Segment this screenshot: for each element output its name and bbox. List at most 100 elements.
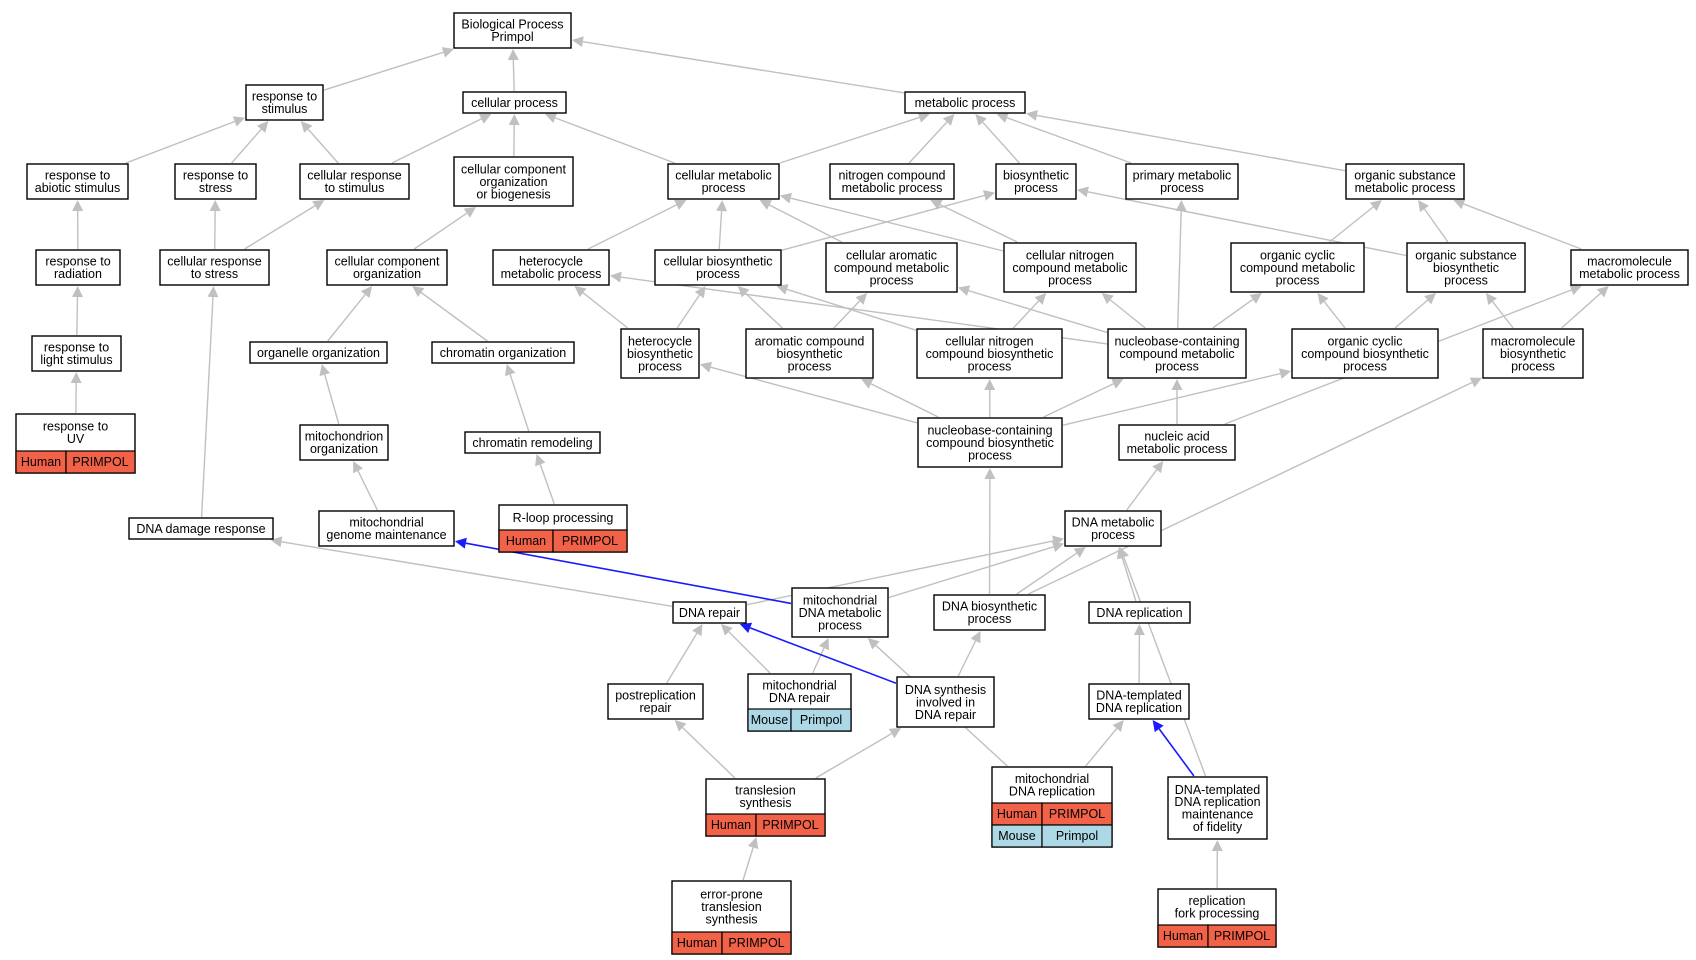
node-label-line: DNA replication (1009, 785, 1095, 799)
node-label-line: of fidelity (1193, 820, 1243, 834)
node-box (917, 417, 1063, 468)
node-label-line: DNA synthesis (905, 683, 986, 697)
arrowhead-nuc_acid_met-to-macro_met (1569, 284, 1582, 296)
node-label-line: synthesis (739, 796, 791, 810)
node-organelle-org[interactable]: organelle organization (249, 341, 388, 364)
node-label-line: radiation (54, 267, 102, 281)
species-label: Human (21, 455, 61, 469)
node-box (1482, 328, 1584, 379)
arrowhead-nuc_acid_met-to-nucbase_met (1171, 379, 1183, 390)
arrowhead-mito_org-to-organelle_org (319, 364, 331, 377)
node-box (667, 163, 780, 200)
node-box (654, 249, 782, 286)
edge-nucbase_met-to-cell_arom_met (968, 290, 1108, 334)
node-met-proc[interactable]: metabolic process (904, 91, 1026, 114)
species-label: Human (997, 807, 1037, 821)
node-chrom-remod[interactable]: chromatin remodeling (464, 431, 601, 454)
edge-chrom_remod-to-chrom_org (509, 374, 530, 432)
node-label-line: Primpol (491, 30, 533, 44)
edge-cell_met-to-cell_proc (554, 117, 675, 164)
node-chrom-org[interactable]: chromatin organization (431, 341, 575, 364)
arrowhead-hetero_biosyn-to-hetero_met (574, 286, 587, 298)
edge-dna_biosyn-to-macro_biosyn (1028, 381, 1473, 595)
arrowhead-dna_repair-to-dna_dmg (270, 536, 283, 548)
node-label-line: stimulus (262, 102, 308, 116)
node-label-line: process (638, 359, 682, 373)
edge-cell_nitro_met-to-cell_met (790, 197, 1004, 252)
arrowhead-ep_tls-to-tls (747, 837, 759, 850)
node-label-line: metabolic process (1579, 267, 1680, 281)
node-dna-repair[interactable]: DNA repair (672, 601, 747, 624)
arrowhead-dna_biosyn-to-nucbase_biosyn (984, 468, 996, 480)
node-cell-proc[interactable]: cellular process (462, 91, 567, 114)
edge-hetero_biosyn-to-hetero_met (582, 292, 629, 329)
node-box (1291, 328, 1439, 379)
node-label-line: mitochondrial (349, 516, 423, 530)
node-box (904, 91, 1026, 114)
node-box (245, 84, 324, 121)
edge-org_sub_met-to-met_proc (1036, 114, 1346, 172)
node-label-line: cellular metabolic (675, 169, 772, 183)
edge-ep_tls-to-tls (742, 847, 754, 881)
node-label-line: mitochondrial (803, 594, 877, 608)
node-label-line: primary metabolic (1133, 169, 1232, 183)
gene-label: Primpol (800, 713, 842, 727)
arrowhead-resp_light-to-resp_rad (71, 286, 83, 298)
arrowhead-nucbase_biosyn-to-cell_nitro_biosyn (984, 379, 996, 391)
node-dna-dmg[interactable]: DNA damage response (128, 517, 274, 540)
gene-cell (1207, 924, 1277, 948)
node-box (318, 510, 455, 547)
node-dna-repl[interactable]: DNA replication (1088, 601, 1191, 624)
arrowhead-cell_biosyn-to-cell_met (716, 200, 728, 212)
node-box (933, 594, 1046, 631)
node-label-line: genome maintenance (326, 528, 446, 542)
node-label-line: heterocycle (628, 335, 692, 349)
